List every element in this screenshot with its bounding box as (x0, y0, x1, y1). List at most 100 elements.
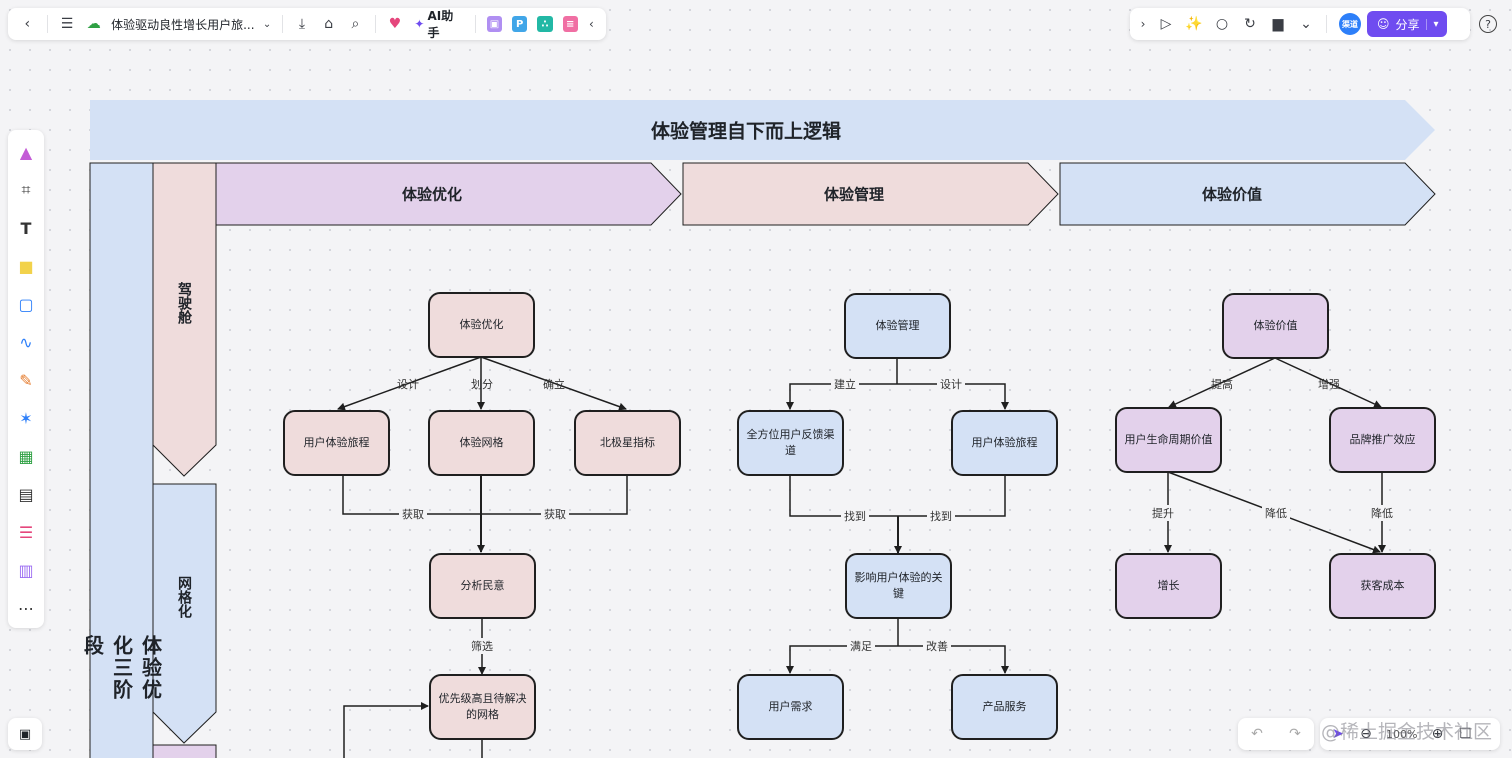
zoom-in-icon[interactable]: ⊕ (1431, 726, 1444, 742)
edge-label-filter: 筛选 (468, 638, 496, 654)
comment-icon[interactable]: ○ (1215, 16, 1229, 32)
ai-assistant-label: AI助手 (427, 9, 454, 40)
mindmap-app-icon[interactable]: ∴ (537, 16, 553, 32)
list-card-icon[interactable]: ☰ (18, 522, 34, 542)
search-icon[interactable]: ⌕ (351, 16, 360, 32)
download-icon[interactable]: ⤓ (298, 16, 306, 32)
avatar[interactable]: 渠道 (1339, 13, 1361, 35)
edge-label-find-right: 找到 (927, 508, 955, 524)
timer-icon[interactable]: ↻ (1244, 16, 1256, 32)
main-title[interactable]: 体验管理自下而上逻辑 (650, 120, 842, 143)
edge-label-find-left: 找到 (841, 508, 869, 524)
text-card-icon[interactable]: ▤ (18, 484, 34, 504)
frame-icon[interactable]: ⌗ (21, 180, 31, 199)
redo-icon[interactable]: ↷ (1289, 726, 1301, 742)
side-title-column (89, 162, 154, 758)
templates-icon[interactable]: ▲ (19, 142, 33, 162)
menu-icon[interactable]: ☰ (60, 16, 74, 32)
minimap-button[interactable]: ▣ (8, 718, 42, 750)
more-tools-icon[interactable]: ⋯ (18, 598, 34, 618)
top-left-toolbar: ‹ ☰ ☁ 体验驱动良性增长用户旅... ⌄ ⤓ ⌂ ⌕ ♥ ✦ AI助手 ▣ … (8, 8, 606, 40)
p-app-icon[interactable]: P (512, 16, 528, 32)
share-button[interactable]: ☺ 分享 ▾ (1367, 11, 1447, 37)
back-icon[interactable]: ‹ (24, 16, 31, 32)
phase-label-management[interactable]: 体验管理 (823, 185, 885, 204)
toolbar-divider (281, 15, 283, 33)
mindmap-icon[interactable]: ✶ (19, 408, 33, 428)
expand-chevron-icon[interactable]: › (1140, 17, 1146, 31)
toolbar-divider (46, 15, 48, 33)
node-experience-grid[interactable]: 体验网格 (428, 410, 535, 476)
edge-label-establish: 确立 (543, 378, 565, 391)
node-user-journey[interactable]: 用户体验旅程 (283, 410, 390, 476)
pen-icon[interactable]: ✎ (19, 370, 33, 390)
connector-icon[interactable]: ∿ (19, 332, 33, 352)
celebrate-icon[interactable]: ✨ (1185, 16, 1203, 32)
phase-label-value[interactable]: 体验价值 (1201, 185, 1263, 204)
phase-label-optimization[interactable]: 体验优化 (401, 185, 463, 204)
toolbar-divider (374, 15, 376, 33)
kanban-icon[interactable]: ▥ (18, 560, 34, 580)
share-dropdown-icon[interactable]: ▾ (1425, 18, 1439, 30)
node-product-service[interactable]: 产品服务 (951, 674, 1058, 740)
node-north-star[interactable]: 北极星指标 (574, 410, 681, 476)
edge-label-improve: 改善 (923, 638, 951, 654)
fit-screen-icon[interactable]: ☐ (1459, 726, 1472, 742)
edge-label-satisfy: 满足 (847, 638, 875, 654)
node-key-factors[interactable]: 影响用户体验的关键 (845, 553, 952, 619)
more-down-icon[interactable]: ⌄ (1300, 16, 1312, 32)
undo-icon[interactable]: ↶ (1251, 726, 1263, 742)
node-acquisition-cost[interactable]: 获客成本 (1329, 553, 1436, 619)
tag-icon[interactable]: ⌂ (324, 16, 334, 32)
node-lifetime-value[interactable]: 用户生命周期价值 (1115, 407, 1222, 473)
table-icon[interactable]: ▦ (18, 446, 34, 466)
document-title[interactable]: 体验驱动良性增长用户旅... (111, 17, 255, 32)
calendar-app-icon[interactable]: ♥ (388, 16, 402, 32)
chart-icon[interactable]: ▆ (1272, 16, 1284, 32)
chevron-down-icon[interactable]: ⌄ (262, 18, 272, 30)
phase-arrow-management (682, 162, 1059, 226)
stage-label-cockpit[interactable]: 驾驶舱 (176, 282, 192, 324)
main-title-banner (90, 100, 1435, 160)
node-user-needs[interactable]: 用户需求 (737, 674, 844, 740)
play-icon[interactable]: ▷ (1160, 16, 1172, 32)
history-controls: ↶ ↷ (1238, 718, 1314, 750)
help-icon[interactable]: ? (1479, 15, 1497, 33)
left-toolbar: ▲ ⌗ T ■ ▢ ∿ ✎ ✶ ▦ ▤ ☰ ▥ ⋯ (8, 130, 44, 628)
text-icon[interactable]: T (20, 218, 32, 238)
node-mgmt-root[interactable]: 体验管理 (844, 293, 951, 359)
zoom-controls: ➤ ⊖ 100% ⊕ ☐ (1320, 718, 1500, 750)
image-app-icon[interactable]: ▣ (486, 16, 503, 32)
node-growth[interactable]: 增长 (1115, 553, 1222, 619)
stage-chevron-third (152, 744, 217, 758)
edge-label-raise: 提高 (1211, 378, 1233, 391)
shape-icon[interactable]: ▢ (18, 294, 34, 314)
edge-label-build: 建立 (831, 376, 859, 392)
flow-app-icon[interactable]: ≡ (562, 16, 578, 32)
edge-label-mgmt-design: 设计 (937, 376, 965, 392)
node-mgmt-user-journey[interactable]: 用户体验旅程 (951, 410, 1058, 476)
node-feedback-channels[interactable]: 全方位用户反馈渠道 (737, 410, 844, 476)
node-brand-effect[interactable]: 品牌推广效应 (1329, 407, 1436, 473)
select-cursor-icon[interactable]: ➤ (1332, 726, 1344, 742)
edge-label-design: 设计 (397, 378, 419, 391)
sticky-note-icon[interactable]: ■ (18, 256, 34, 276)
side-title[interactable]: 体验优化三阶段 (80, 635, 163, 701)
collapse-chevron-icon[interactable]: ‹ (589, 17, 594, 31)
edge-label-enhance: 增强 (1318, 378, 1340, 391)
zoom-level[interactable]: 100% (1386, 727, 1418, 741)
node-opt-root[interactable]: 体验优化 (428, 292, 535, 358)
stage-label-grid[interactable]: 网格化 (176, 576, 192, 618)
node-value-root[interactable]: 体验价值 (1222, 293, 1329, 359)
share-label: 分享 (1395, 17, 1420, 32)
edge-label-boost: 提升 (1149, 505, 1177, 521)
node-analyze-opinion[interactable]: 分析民意 (429, 553, 536, 619)
map-icon: ▣ (18, 726, 32, 742)
ai-assistant-button[interactable]: ✦ AI助手 (408, 7, 468, 41)
zoom-out-icon[interactable]: ⊖ (1360, 726, 1372, 742)
ai-logo-icon: ✦ (414, 17, 425, 31)
node-priority-grid[interactable]: 优先级高且待解决的网格 (429, 674, 536, 740)
edge-label-obtain-right: 获取 (541, 506, 569, 522)
edge-label-reduce-diagonal: 降低 (1262, 505, 1290, 521)
